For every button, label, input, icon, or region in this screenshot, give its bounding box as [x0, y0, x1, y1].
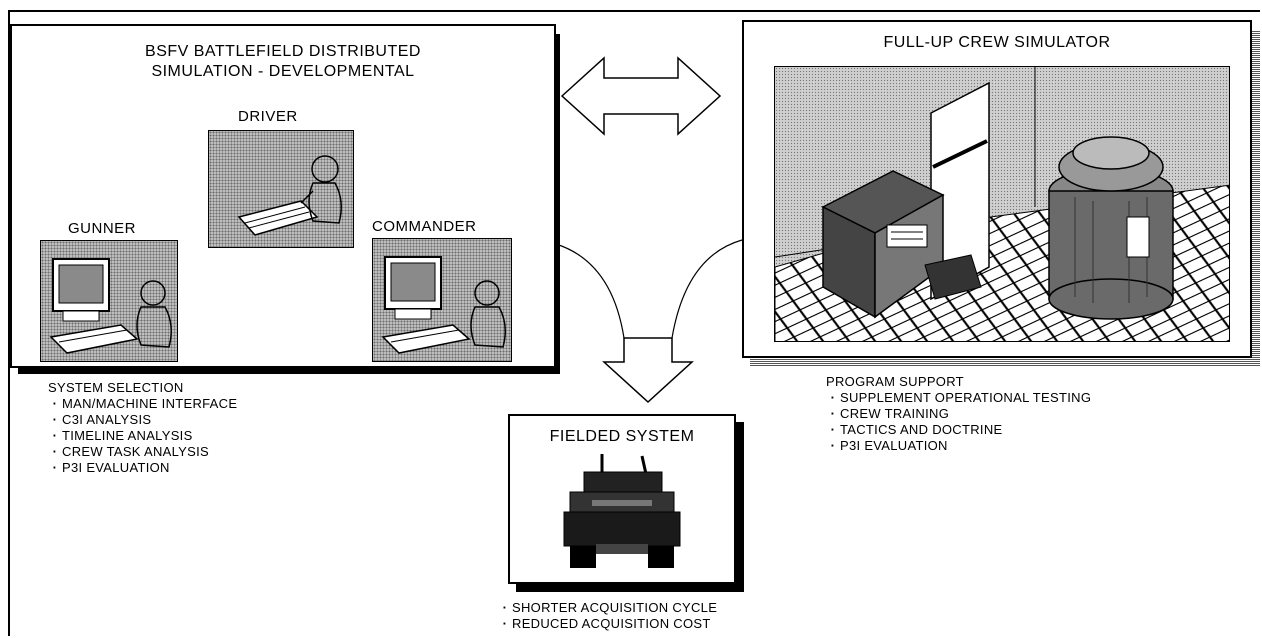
bsfv-title-line2: SIMULATION - DEVELOPMENTAL: [151, 63, 415, 80]
fielded-title: FIELDED SYSTEM: [549, 428, 695, 445]
system-selection-item: P3I EVALUATION: [48, 460, 237, 476]
diagram-frame: [8, 10, 1260, 636]
system-selection-item: MAN/MACHINE INTERFACE: [48, 396, 237, 412]
commander-label: COMMANDER: [372, 218, 477, 235]
program-support-item: CREW TRAINING: [826, 406, 1091, 422]
crew-sim-title: FULL-UP CREW SIMULATOR: [883, 34, 1111, 51]
bsfv-box: BSFV BATTLEFIELD DISTRIBUTED SIMULATION …: [10, 24, 556, 368]
acquisition-list: SHORTER ACQUISITION CYCLE REDUCED ACQUIS…: [498, 600, 717, 632]
acquisition-item: REDUCED ACQUISITION COST: [498, 616, 717, 632]
left-connector-curve: [555, 243, 625, 339]
program-support-heading: PROGRAM SUPPORT: [826, 374, 964, 389]
crew-sim-scene-image: [774, 66, 1230, 342]
program-support-item: SUPPLEMENT OPERATIONAL TESTING: [826, 390, 1091, 406]
down-arrow-icon: [602, 337, 694, 404]
system-selection-heading: SYSTEM SELECTION: [48, 380, 184, 395]
driver-station-image: [208, 130, 354, 248]
gunner-label: GUNNER: [68, 220, 137, 237]
system-selection-item: C3I ANALYSIS: [48, 412, 237, 428]
crew-sim-box: FULL-UP CREW SIMULATOR: [742, 20, 1252, 358]
driver-label: DRIVER: [238, 108, 298, 125]
program-support-item: TACTICS AND DOCTRINE: [826, 422, 1091, 438]
bsfv-title: BSFV BATTLEFIELD DISTRIBUTED SIMULATION …: [12, 42, 554, 82]
system-selection-list: SYSTEM SELECTION MAN/MACHINE INTERFACE C…: [48, 380, 237, 476]
acquisition-item: SHORTER ACQUISITION CYCLE: [498, 600, 717, 616]
program-support-item: P3I EVALUATION: [826, 438, 1091, 454]
commander-station-image: [372, 238, 512, 362]
system-selection-item: TIMELINE ANALYSIS: [48, 428, 237, 444]
system-selection-item: CREW TASK ANALYSIS: [48, 444, 237, 460]
bsfv-title-line1: BSFV BATTLEFIELD DISTRIBUTED: [145, 43, 421, 60]
double-arrow-icon: [560, 56, 722, 136]
gunner-station-image: [40, 240, 178, 362]
tank-image: [563, 454, 681, 568]
program-support-list: PROGRAM SUPPORT SUPPLEMENT OPERATIONAL T…: [826, 374, 1091, 454]
right-connector-curve: [671, 239, 743, 339]
fielded-box: FIELDED SYSTEM: [508, 414, 736, 584]
